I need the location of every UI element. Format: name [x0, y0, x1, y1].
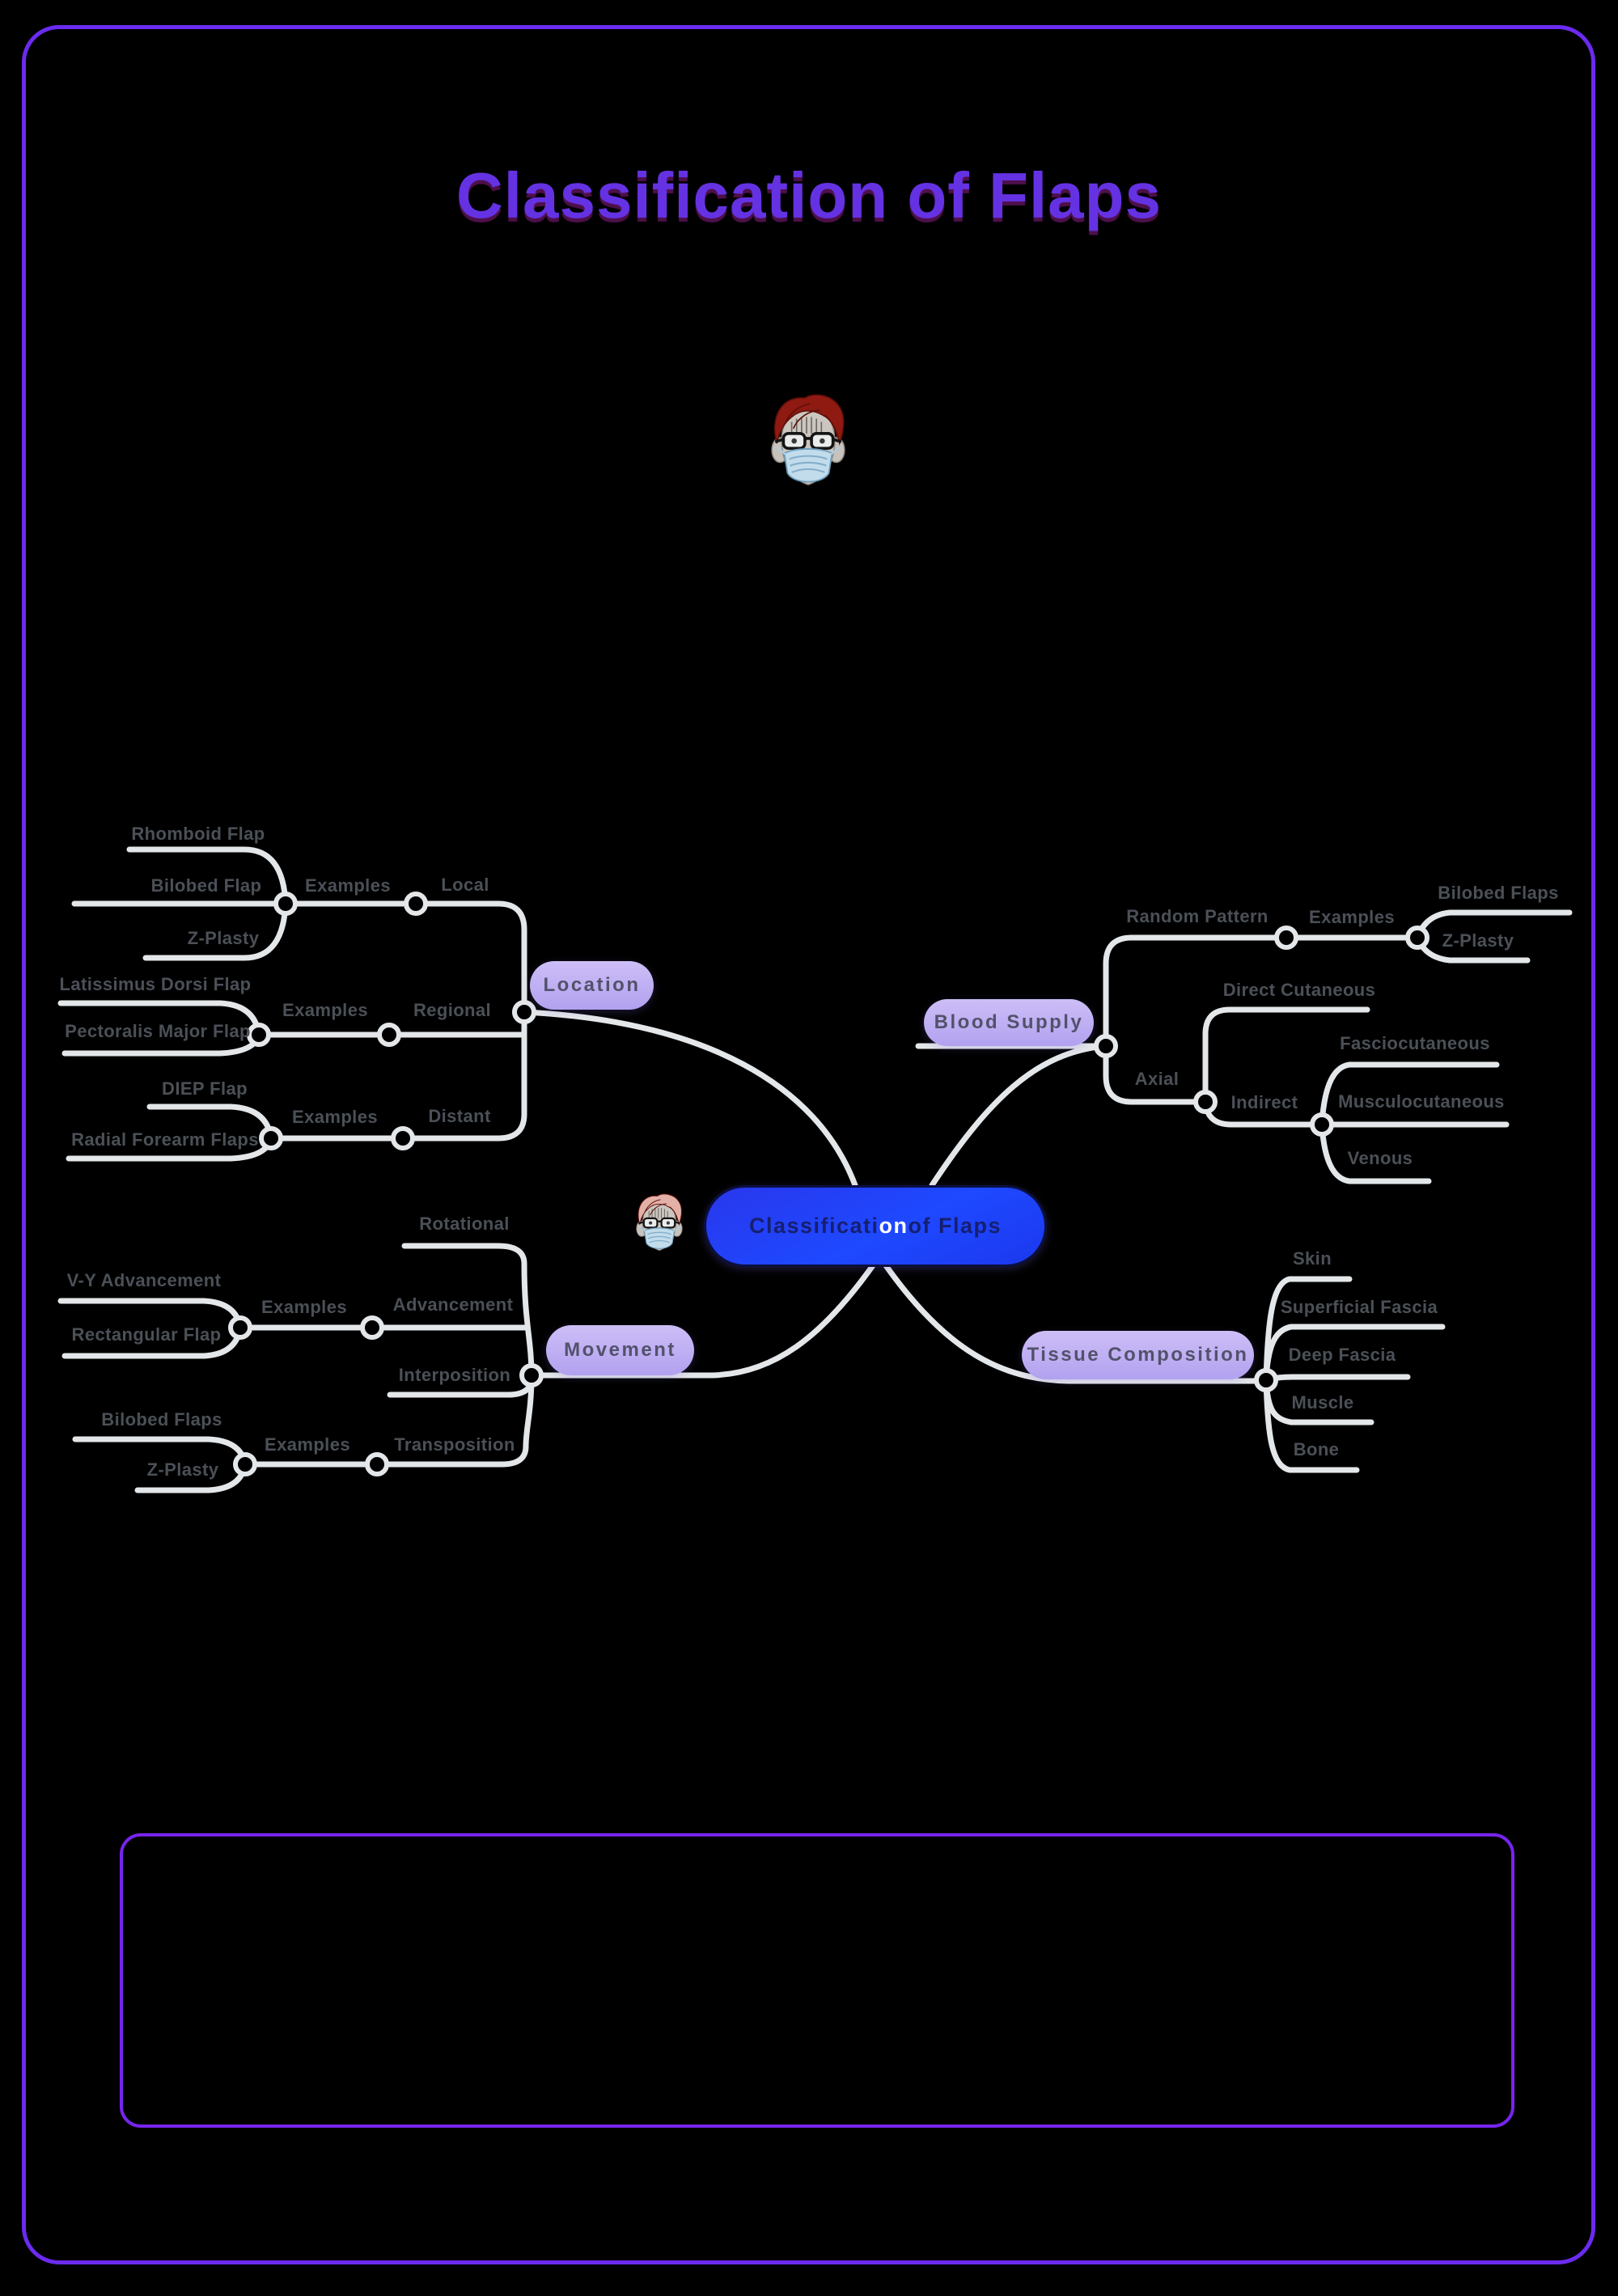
leaf-rectangular-flap[interactable]: Rectangular Flap [71, 1324, 222, 1345]
label-examples-advancement[interactable]: Examples [261, 1297, 347, 1317]
leaf-zplasty-bs[interactable]: Z-Plasty [1442, 930, 1514, 951]
leaf-venous[interactable]: Venous [1347, 1148, 1413, 1168]
surgeon-avatar-small-icon [635, 1192, 684, 1252]
leaf-radial-forearm[interactable]: Radial Forearm Flaps [71, 1129, 259, 1150]
notes-box [120, 1833, 1514, 2128]
branch-label-interposition[interactable]: Interposition [398, 1365, 511, 1385]
leaf-zplasty-mv[interactable]: Z-Plasty [146, 1459, 219, 1480]
label-examples-local[interactable]: Examples [305, 875, 391, 896]
leaf-muscle[interactable]: Muscle [1291, 1392, 1354, 1413]
leaf-skin[interactable]: Skin [1292, 1248, 1332, 1269]
branch-label-regional[interactable]: Regional [413, 1000, 492, 1020]
branch-label-random-pattern[interactable]: Random Pattern [1126, 906, 1269, 926]
leaf-bilobed-flap[interactable]: Bilobed Flap [150, 875, 262, 896]
leaf-bone[interactable]: Bone [1293, 1439, 1340, 1459]
branch-label-advancement[interactable]: Advancement [392, 1294, 514, 1315]
leaf-superficial-fascia[interactable]: Superficial Fascia [1280, 1297, 1438, 1317]
node-blood-supply[interactable]: Blood Supply [924, 999, 1094, 1046]
node-movement[interactable]: Movement [546, 1325, 694, 1375]
label-examples-regional[interactable]: Examples [282, 1000, 368, 1020]
leaf-musculocutaneous[interactable]: Musculocutaneous [1338, 1091, 1505, 1112]
branch-label-rotational[interactable]: Rotational [419, 1214, 510, 1234]
leaf-pectoralis-major[interactable]: Pectoralis Major Flap [65, 1021, 251, 1041]
branch-label-axial[interactable]: Axial [1134, 1069, 1180, 1089]
leaf-bilobed-flaps-mv[interactable]: Bilobed Flaps [101, 1409, 222, 1430]
page-title: Classification of Flaps [455, 159, 1163, 231]
label-examples-distant[interactable]: Examples [292, 1107, 378, 1127]
junction-dots [228, 892, 1430, 1476]
label-examples-transposition[interactable]: Examples [265, 1434, 350, 1455]
branch-label-local[interactable]: Local [441, 875, 489, 895]
leaf-latissimus-dorsi[interactable]: Latissimus Dorsi Flap [59, 974, 252, 994]
central-label-suffix: of Flaps [908, 1214, 1002, 1238]
central-label-highlight: on [879, 1214, 909, 1238]
branch-label-transposition[interactable]: Transposition [394, 1434, 515, 1455]
branch-label-indirect[interactable]: Indirect [1230, 1092, 1298, 1112]
node-location[interactable]: Location [530, 961, 654, 1010]
page-border-frame [22, 25, 1595, 2264]
leaf-fasciocutaneous[interactable]: Fasciocutaneous [1340, 1033, 1490, 1053]
node-tissue-composition[interactable]: Tissue Composition [1022, 1331, 1254, 1379]
leaf-rhomboid-flap[interactable]: Rhomboid Flap [131, 824, 265, 844]
leaf-diep-flap[interactable]: DIEP Flap [162, 1078, 248, 1099]
leaf-deep-fascia[interactable]: Deep Fascia [1288, 1345, 1396, 1365]
leaf-vy-advancement[interactable]: V-Y Advancement [66, 1270, 222, 1290]
leaf-zplasty-local[interactable]: Z-Plasty [187, 928, 260, 948]
central-label-prefix: Classificati [748, 1214, 879, 1238]
label-examples-random[interactable]: Examples [1309, 907, 1395, 927]
branch-label-distant[interactable]: Distant [428, 1106, 491, 1126]
leaf-bilobed-flaps-bs[interactable]: Bilobed Flaps [1438, 883, 1559, 903]
leaf-direct-cutaneous[interactable]: Direct Cutaneous [1222, 980, 1376, 1000]
